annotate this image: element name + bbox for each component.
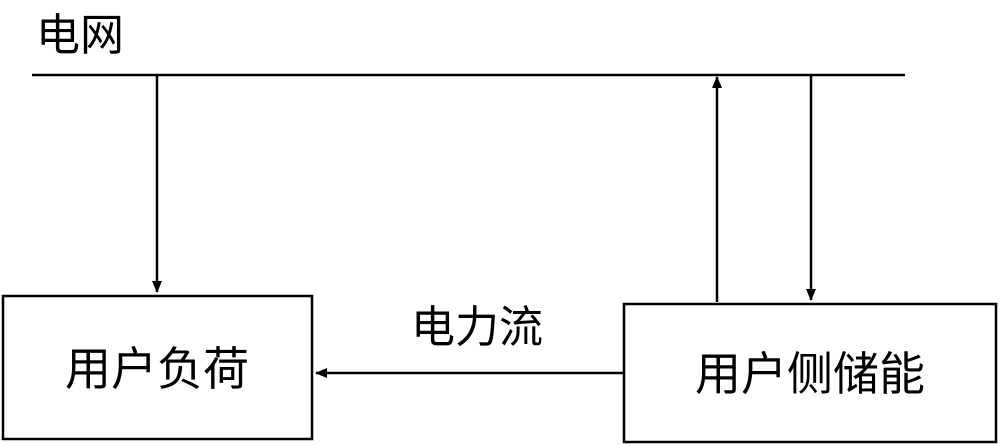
user-storage-label: 用户侧储能 bbox=[695, 347, 925, 401]
power-flow-label: 电力流 bbox=[411, 302, 543, 353]
user-load-box bbox=[1, 294, 314, 441]
user-load-label: 用户负荷 bbox=[65, 342, 249, 396]
grid-label: 电网 bbox=[36, 10, 124, 61]
